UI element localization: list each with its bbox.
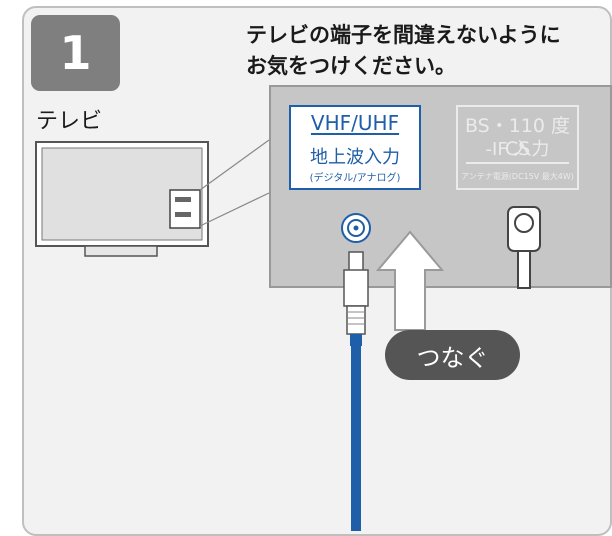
bs-cs-title: BS・110 度 CS: [464, 115, 571, 160]
tv-label: テレビ: [36, 109, 103, 134]
heading-line-2: お気をつけください。: [246, 54, 456, 78]
vhf-uhf-title: VHF/UHF: [310, 111, 400, 135]
tv-illustration-icon: [35, 141, 209, 257]
antenna-cable: [351, 346, 361, 531]
terrestrial-input-label: 地上波入力: [310, 147, 400, 168]
if-input-label: -IF 入力: [485, 139, 550, 160]
step-number-badge: 1: [31, 15, 120, 91]
antenna-power-note: アンテナ電源(DC15V 最大4W): [461, 172, 574, 181]
connect-label: つなぐ: [385, 330, 520, 380]
coax-socket-icon: [341, 213, 371, 243]
bs-connector-icon: [507, 206, 541, 289]
antenna-plug-icon: [343, 251, 369, 346]
zoom-callout-lines: [199, 139, 270, 227]
instruction-heading: テレビの端子を間違えないように お気をつけください。: [246, 20, 608, 82]
up-arrow-icon: [375, 230, 445, 331]
bs-cs-port-label: BS・110 度 CS -IF 入力 アンテナ電源(DC15V 最大4W): [456, 105, 579, 190]
heading-line-1: テレビの端子を間違えないように: [246, 23, 561, 47]
digital-analog-note: (デジタル/アナログ): [309, 173, 401, 184]
vhf-uhf-port-label: VHF/UHF 地上波入力 (デジタル/アナログ): [289, 105, 421, 190]
bs-divider: [466, 162, 569, 164]
